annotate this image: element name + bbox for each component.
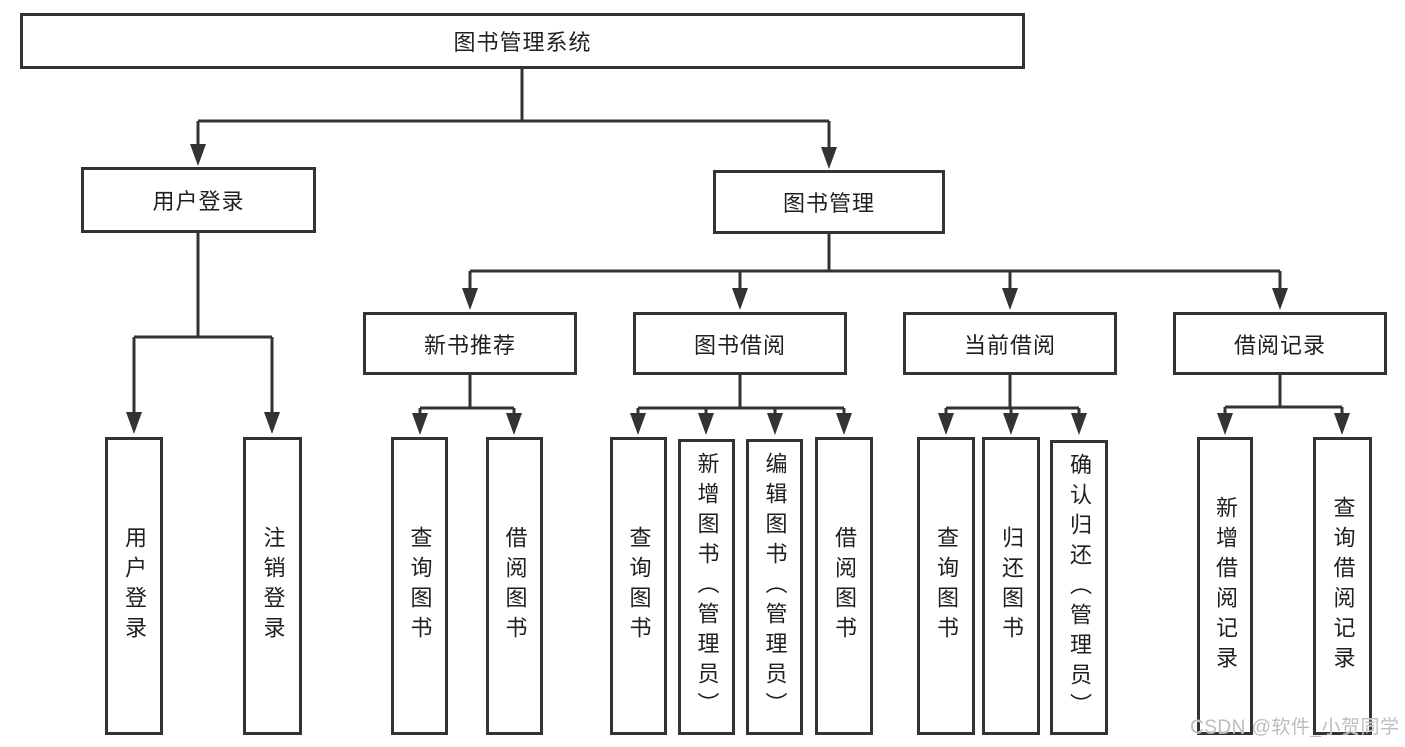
csdn-watermark: CSDN @软件_小贺同学 <box>1190 717 1400 738</box>
leaf-borrow-query-books: 查询图书 <box>610 437 667 735</box>
node-book-management: 图书管理 <box>713 170 945 234</box>
node-book-borrow: 图书借阅 <box>633 312 847 375</box>
node-user-login: 用户登录 <box>81 167 316 233</box>
leaf-newbook-query-books: 查询图书 <box>391 437 448 735</box>
leaf-query-borrow-record: 查询借阅记录 <box>1313 437 1372 735</box>
node-new-book-recommend: 新书推荐 <box>363 312 577 375</box>
leaf-return-books: 归还图书 <box>982 437 1040 735</box>
leaf-borrow-books: 借阅图书 <box>815 437 873 735</box>
leaf-user-login: 用户登录 <box>105 437 163 735</box>
leaf-logout: 注销登录 <box>243 437 302 735</box>
node-current-borrow: 当前借阅 <box>903 312 1117 375</box>
leaf-confirm-return-admin: 确认归还（管理员） <box>1050 440 1108 735</box>
leaf-newbook-borrow-books: 借阅图书 <box>486 437 543 735</box>
node-library-management-system: 图书管理系统 <box>20 13 1025 69</box>
node-borrow-records: 借阅记录 <box>1173 312 1387 375</box>
leaf-add-borrow-record: 新增借阅记录 <box>1197 437 1253 735</box>
leaf-current-query-books: 查询图书 <box>917 437 975 735</box>
leaf-edit-books-admin: 编辑图书（管理员） <box>746 439 803 735</box>
leaf-add-books-admin: 新增图书（管理员） <box>678 439 735 735</box>
